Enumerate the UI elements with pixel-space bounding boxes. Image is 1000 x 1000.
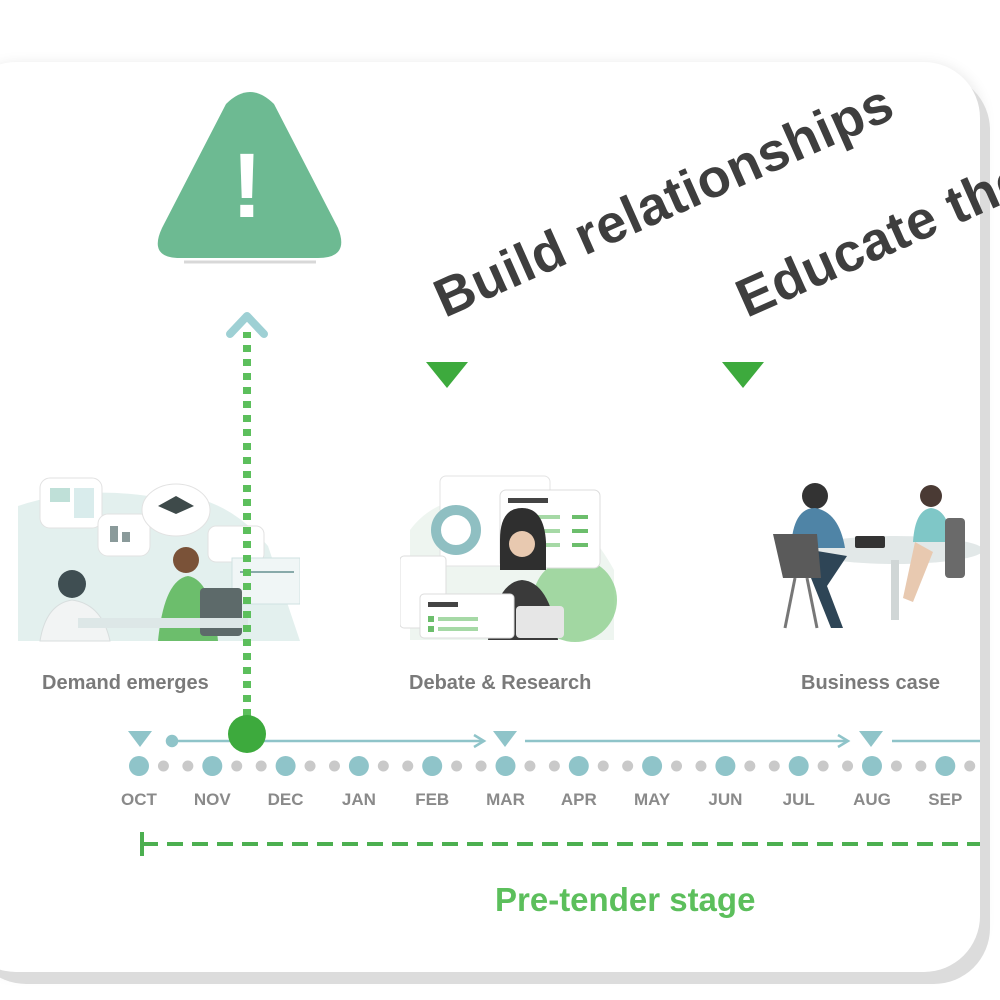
- timeline-dot-jul: [788, 756, 809, 776]
- timeline-minor-dot: [671, 760, 683, 772]
- timeline-marker-aug: [859, 731, 883, 747]
- marker-educate: [722, 362, 764, 388]
- timeline-minor-dot: [622, 760, 634, 772]
- timeline-dot-feb: [422, 756, 443, 776]
- timeline-minor-dot: [304, 760, 316, 772]
- debate-research-illustration: [400, 475, 617, 642]
- timeline-dot-jun: [715, 756, 736, 776]
- timeline-marker-mar: [493, 731, 517, 747]
- business-case-illustration: [773, 483, 980, 629]
- month-label-jan: JAN: [341, 790, 376, 809]
- demand-emerges-illustration: [18, 477, 300, 642]
- timeline-minor-dot: [915, 760, 927, 772]
- timeline-dot-nov: [202, 756, 223, 776]
- timeline-minor-dot: [597, 760, 609, 772]
- timeline-minor-dot: [451, 760, 463, 772]
- warning-triangle-icon: [157, 92, 342, 258]
- timeline-minor-dot: [548, 760, 560, 772]
- flow-arrows: [165, 733, 980, 749]
- timeline-dot-aug: [862, 756, 882, 776]
- timeline-minor-dot: [377, 760, 389, 772]
- timeline-minor-dot: [255, 760, 267, 772]
- timeline-dot-sep: [935, 756, 956, 776]
- timeline-minor-dot: [695, 760, 707, 772]
- month-label-mar: MAR: [486, 790, 525, 809]
- timeline-dot-mar: [495, 756, 516, 776]
- month-label-nov: NOV: [193, 790, 231, 809]
- timeline-dot-may: [642, 756, 663, 776]
- timeline-minor-dot: [231, 760, 243, 772]
- timeline-minor-dot: [182, 760, 194, 772]
- month-label-apr: APR: [560, 790, 597, 809]
- arrowhead-up-icon: [226, 312, 268, 338]
- timeline-minor-dot: [328, 760, 340, 772]
- phase-label: Pre-tender stage: [495, 881, 756, 918]
- timeline-dot-dec: [275, 756, 296, 776]
- timeline-marker-oct: [128, 731, 152, 747]
- timeline-dot-apr: [568, 756, 589, 776]
- timeline-dots: [129, 756, 976, 776]
- stage-label-demand-emerges: Demand emerges: [42, 672, 209, 694]
- month-label-dec: DEC: [267, 790, 304, 809]
- stage-label-debate-research: Debate & Research: [409, 672, 592, 694]
- month-label-aug: AUG: [853, 790, 891, 809]
- month-label-may: MAY: [633, 790, 671, 809]
- timeline-minor-dot: [157, 760, 169, 772]
- timeline-minor-dot: [964, 760, 976, 772]
- timeline-minor-dot: [524, 760, 536, 772]
- timeline-minor-dot: [402, 760, 414, 772]
- alert-exclamation: !: [231, 135, 263, 237]
- month-label-sep: SEP: [928, 790, 963, 809]
- timeline-minor-dot: [768, 760, 780, 772]
- timeline-minor-dot: [817, 760, 829, 772]
- marker-build-relationships: [426, 362, 468, 388]
- month-label-jul: JUL: [782, 790, 815, 809]
- timeline-minor-dot: [475, 760, 487, 772]
- timeline-minor-dot: [744, 760, 756, 772]
- stage-label-business-case: Business case: [801, 672, 940, 694]
- timeline-dot-oct: [129, 756, 149, 776]
- timeline-minor-dot: [842, 760, 854, 772]
- timeline-dot-jan: [348, 756, 369, 776]
- month-label-feb: FEB: [415, 790, 450, 809]
- month-label-jun: JUN: [708, 790, 743, 809]
- timeline-minor-dot: [890, 760, 902, 772]
- month-label-oct: OCT: [121, 790, 157, 809]
- current-position-marker: [228, 715, 266, 753]
